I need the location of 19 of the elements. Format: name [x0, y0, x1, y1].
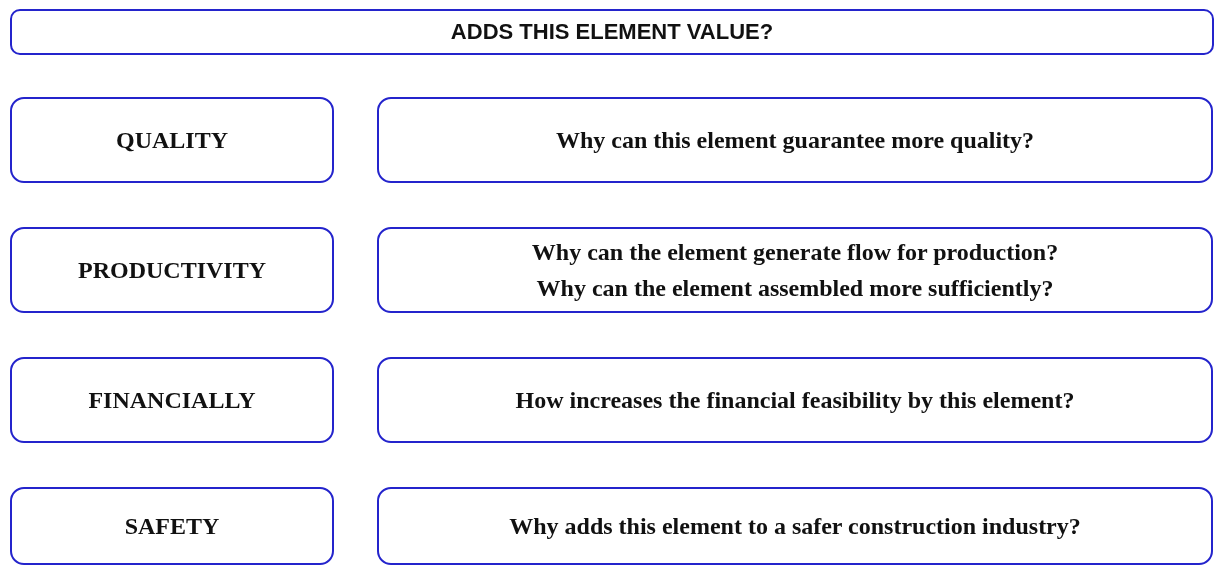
- question-box: [377, 487, 1213, 565]
- heading-box: [10, 9, 1214, 55]
- category-box: [10, 97, 334, 183]
- question-text: Why can the element assembled more sufficiently?: [536, 274, 1054, 303]
- category-box: [10, 357, 334, 443]
- category-box: [10, 487, 334, 565]
- question-text: Why adds this element to a safer construction industry?: [509, 512, 1081, 541]
- question-text: Why can this element guarantee more quality?: [555, 126, 1035, 155]
- question-box: [377, 357, 1213, 443]
- question-text: Why can the element generate flow for production?: [531, 238, 1059, 267]
- category-box: [10, 227, 334, 313]
- heading-text: ADDS THIS ELEMENT VALUE?: [450, 19, 774, 45]
- category-label: QUALITY: [116, 126, 228, 155]
- category-label: FINANCIALLY: [88, 386, 256, 415]
- category-label: PRODUCTIVITY: [78, 256, 266, 285]
- question-box: [377, 227, 1213, 313]
- question-box: [377, 97, 1213, 183]
- question-text: How increases the financial feasibility by this element?: [515, 386, 1075, 415]
- category-label: SAFETY: [124, 512, 220, 541]
